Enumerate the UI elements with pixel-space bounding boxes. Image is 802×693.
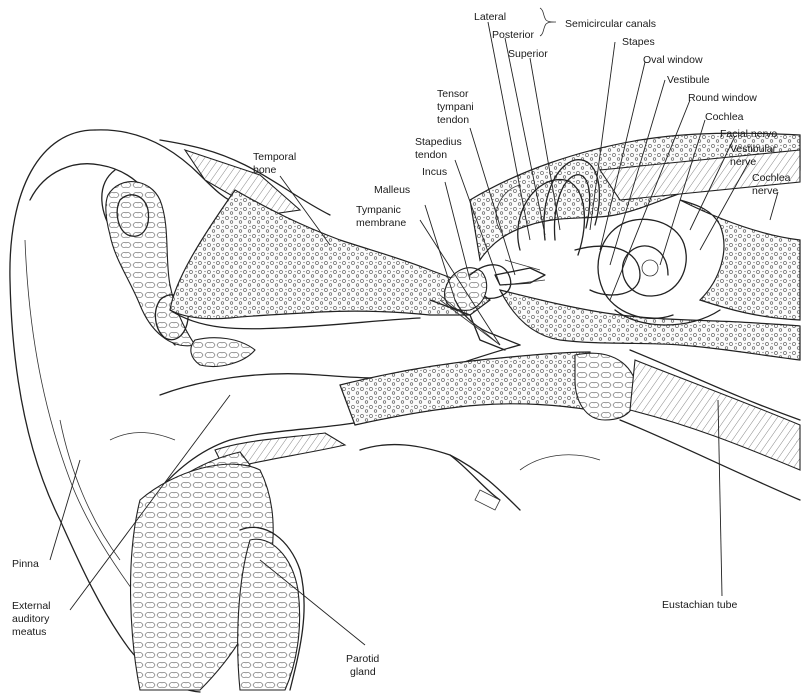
label-tympanic-1: Tympanic bbox=[356, 204, 401, 216]
semicircular-canals-brace-icon bbox=[540, 8, 556, 36]
label-temporal-2: bone bbox=[253, 164, 277, 176]
label-temporal-1: Temporal bbox=[253, 151, 296, 163]
label-vestibular-2: nerve bbox=[730, 156, 756, 168]
label-posterior: Posterior bbox=[492, 29, 535, 41]
label-vestibule: Vestibule bbox=[667, 74, 710, 86]
eustachian-tube-shape bbox=[340, 350, 800, 500]
label-tympanic-2: membrane bbox=[356, 217, 406, 229]
label-cochlear-2: nerve bbox=[752, 185, 778, 197]
label-oval-window: Oval window bbox=[643, 54, 703, 66]
label-cochlea: Cochlea bbox=[705, 111, 744, 123]
label-incus: Incus bbox=[422, 166, 447, 178]
label-external-3: meatus bbox=[12, 626, 46, 638]
label-superior: Superior bbox=[508, 48, 548, 60]
label-lateral: Lateral bbox=[474, 11, 506, 23]
label-stapedius-1: Stapedius bbox=[415, 136, 462, 148]
label-parotid-2: gland bbox=[350, 666, 376, 678]
label-eustachian: Eustachian tube bbox=[662, 599, 737, 611]
label-stapes: Stapes bbox=[622, 36, 655, 48]
label-pinna: Pinna bbox=[12, 558, 39, 570]
label-malleus: Malleus bbox=[374, 184, 410, 196]
label-cochlear-1: Cochlea bbox=[752, 172, 791, 184]
label-external-2: auditory bbox=[12, 613, 50, 625]
label-round-window: Round window bbox=[688, 92, 757, 104]
label-stapedius-2: tendon bbox=[415, 149, 447, 161]
label-tensor-2: tympani bbox=[437, 101, 474, 113]
label-tensor-1: Tensor bbox=[437, 88, 469, 100]
label-external-1: External bbox=[12, 600, 51, 612]
label-parotid-1: Parotid bbox=[346, 653, 379, 665]
label-semicircular-canals: Semicircular canals bbox=[565, 18, 656, 30]
label-vestibular-1: Vestibular bbox=[730, 143, 777, 155]
label-tensor-3: tendon bbox=[437, 114, 469, 126]
cochlea-shape bbox=[598, 219, 720, 325]
label-facial-nerve: Facial nervo bbox=[720, 128, 777, 140]
